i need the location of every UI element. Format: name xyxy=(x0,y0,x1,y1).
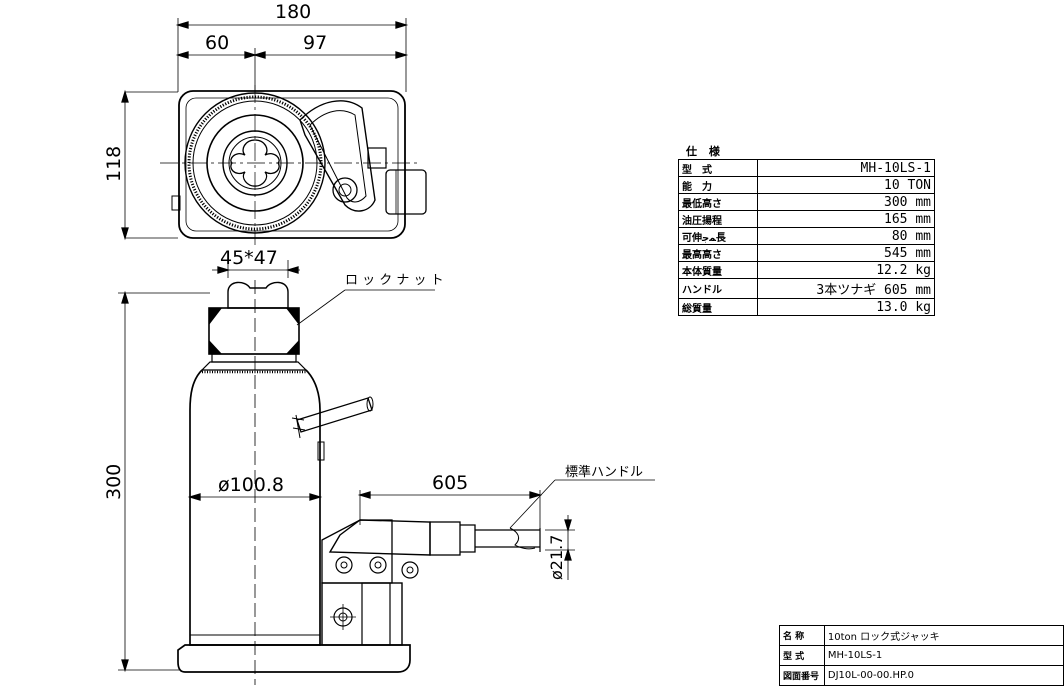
dim-handle-diameter: ø21.7 xyxy=(547,535,566,580)
spec-key: 最高高さ xyxy=(678,244,758,262)
front-view xyxy=(118,260,655,685)
dim-offset-right: 97 xyxy=(303,32,327,54)
spec-value: 545 mm xyxy=(757,244,935,262)
dim-height: 300 xyxy=(103,464,125,500)
spec-value: MH-10LS-1 xyxy=(757,159,935,177)
dim-overall-width: 180 xyxy=(275,1,311,23)
spec-key: ハンドル xyxy=(678,278,758,299)
spec-title: 仕 様 xyxy=(686,145,724,158)
title-block-key: 型 式 xyxy=(779,645,825,666)
title-block-value: DJ10L-00-00.HP.0 xyxy=(823,665,1064,686)
spec-value: 10 TON xyxy=(757,176,935,194)
spec-key: 総質量 xyxy=(678,298,758,316)
title-block-key: 図面番号 xyxy=(779,665,825,686)
spec-value: 12.2 kg xyxy=(757,261,935,279)
top-view xyxy=(121,18,427,245)
dim-depth: 118 xyxy=(103,146,125,182)
title-block-value: MH-10LS-1 xyxy=(823,645,1064,666)
spec-key: 本体質量 xyxy=(678,261,758,279)
spec-value: 13.0 kg xyxy=(757,298,935,316)
dim-handle-length: 605 xyxy=(432,472,468,494)
dim-nut-size: 45*47 xyxy=(220,247,278,269)
spec-key: 最低高さ xyxy=(678,193,758,211)
dim-offset-left: 60 xyxy=(205,32,229,54)
label-standard-handle: 標準ハンドル xyxy=(565,464,643,480)
title-block-value: 10ton ロック式ジャッキ xyxy=(823,625,1064,646)
spec-value: 3本ツナギ 605 mm xyxy=(757,278,935,299)
label-lock-nut: ロ ッ ク ナ ッ ト xyxy=(345,273,444,288)
dim-body-diameter: ø100.8 xyxy=(218,474,284,496)
spec-value: 165 mm xyxy=(757,210,935,228)
spec-value: 80 mm xyxy=(757,227,935,245)
spec-key: 油圧揚程 xyxy=(678,210,758,228)
spec-key: 可伸ﻤﺟ長 xyxy=(678,227,758,245)
title-block-key: 名 称 xyxy=(779,625,825,646)
spec-value: 300 mm xyxy=(757,193,935,211)
spec-key: 型 式 xyxy=(678,159,758,177)
spec-key: 能 力 xyxy=(678,176,758,194)
